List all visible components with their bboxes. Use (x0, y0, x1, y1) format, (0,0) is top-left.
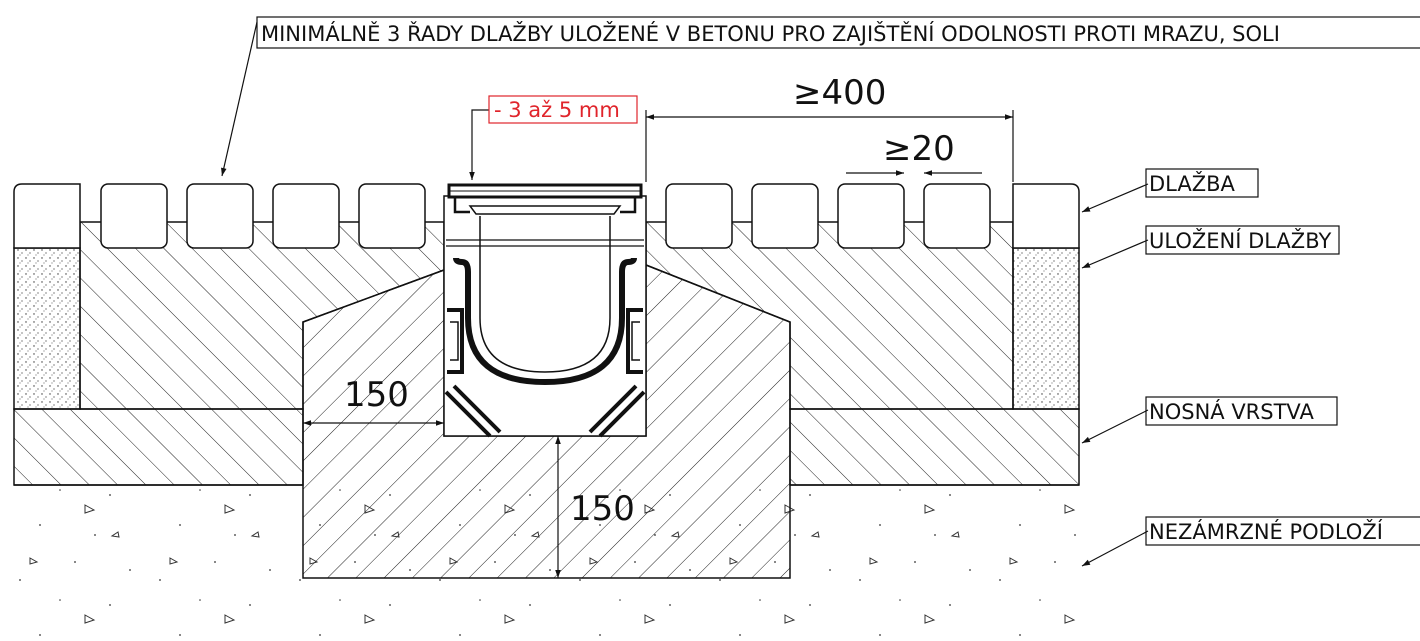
top-note: MINIMÁLNĚ 3 ŘADY DLAŽBY ULOŽENÉ V BETONU… (261, 21, 1280, 46)
layer-label-paving: DLAŽBA (1149, 171, 1236, 196)
sand-strip-left (13, 247, 81, 410)
label-frame-bedding (1145, 225, 1340, 255)
leader-lines (221, 21, 1149, 567)
drainage-channel (443, 183, 647, 438)
base-layer (13, 408, 304, 486)
top-note-frame (256, 16, 1420, 49)
grate-offset-label: - 3 až 5 mm (494, 98, 620, 122)
label-frame-base (1145, 396, 1338, 426)
dimension-side-concrete: 150 (344, 375, 409, 415)
label-frame-subgrade (1145, 516, 1420, 546)
paving-blocks (13, 183, 1080, 249)
base-layer-right (789, 408, 1080, 486)
layer-label-subgrade: NEZÁMRZNÉ PODLOŽÍ (1149, 519, 1383, 544)
dimension-width-min: ≥400 (793, 73, 886, 113)
layer-label-base: NOSNÁ VRSTVA (1149, 399, 1314, 424)
dimension-joint-min: ≥20 (883, 129, 955, 169)
label-frame-paving (1145, 168, 1259, 198)
dimension-lines (303, 110, 1014, 578)
layer-label-bedding: ULOŽENÍ DLAŽBY (1149, 228, 1331, 253)
dimension-bottom-concrete: 150 (570, 489, 635, 529)
grate-offset-frame (488, 95, 638, 124)
sand-strip-right (1012, 247, 1080, 410)
